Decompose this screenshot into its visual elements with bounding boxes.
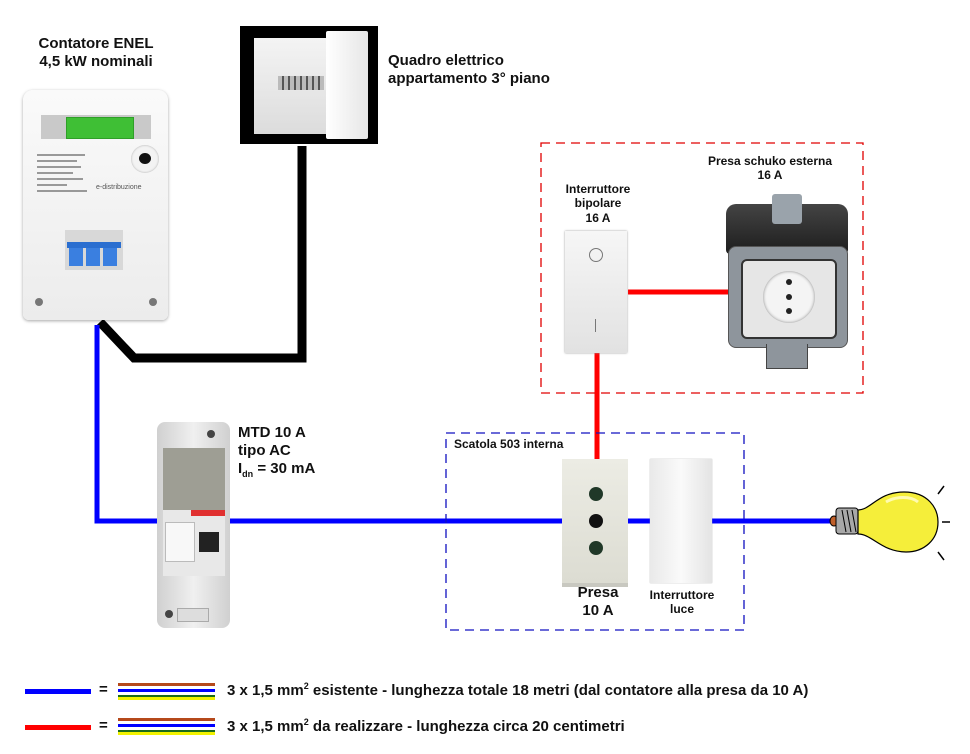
schuko-body — [728, 246, 848, 348]
socket-hole-middle — [589, 514, 603, 528]
meter-spec-text — [37, 150, 97, 210]
bipolar-switch-label: Interruttore bipolare 16 A — [565, 182, 631, 225]
mtd-label: MTD 10 A tipo AC Idn = 30 mA — [238, 424, 316, 479]
meter-breaker — [65, 230, 123, 270]
schuko-latch — [772, 194, 802, 224]
legend-conductor-bundle — [118, 683, 215, 703]
existing-wire-blue — [94, 325, 160, 524]
mtd-breaker-enclosure — [157, 422, 230, 628]
socket-hole-top — [589, 487, 603, 501]
schuko-hinge — [766, 344, 808, 369]
feed-wire-black — [96, 146, 307, 363]
panel-breakers — [278, 76, 324, 90]
meter-screw-right — [149, 298, 157, 306]
socket-10a-label: Presa 10 A — [577, 584, 619, 619]
switch-off-symbol — [589, 248, 603, 262]
socket-hole-bottom — [589, 541, 603, 555]
mtd-screw-top — [207, 430, 215, 438]
schuko-label: Presa schuko esterna 16 A — [707, 154, 833, 183]
legend-item-new: = 3 x 1,5 mm2 da realizzare - lunghezza … — [0, 713, 970, 743]
legend-wire-swatch — [25, 689, 91, 694]
legend-wire-swatch — [25, 725, 91, 730]
legend-conductor-bundle — [118, 718, 215, 738]
meter-label: Contatore ENEL 4,5 kW nominali — [38, 35, 154, 70]
panel-door — [326, 31, 368, 139]
meter-display — [66, 117, 134, 139]
light-switch[interactable] — [650, 459, 712, 583]
mtd-breaker — [163, 510, 225, 576]
electrical-panel — [240, 26, 378, 144]
legend-item-existing: = 3 x 1,5 mm2 esistente - lunghezza tota… — [0, 676, 970, 706]
socket-10a[interactable] — [562, 459, 628, 587]
legend-text-existing: 3 x 1,5 mm2 esistente - lunghezza totale… — [227, 681, 809, 699]
enel-meter: e-distribuzione — [23, 90, 168, 320]
schuko-outlet — [763, 271, 815, 323]
light-bulb-icon — [829, 485, 950, 561]
scatola-503-box — [445, 432, 745, 631]
scatola-503-title: Scatola 503 interna — [454, 437, 564, 451]
mtd-screw-bottom — [165, 610, 173, 618]
panel-label: Quadro elettrico appartamento 3° piano — [388, 52, 550, 87]
meter-screw-left — [35, 298, 43, 306]
switch-on-symbol — [595, 319, 596, 332]
schuko-socket-outdoor[interactable] — [724, 194, 850, 374]
legend-equals: = — [99, 717, 108, 734]
legend-equals: = — [99, 681, 108, 698]
light-switch-label: Interruttore luce — [649, 588, 715, 617]
legend-text-new: 3 x 1,5 mm2 da realizzare - lunghezza ci… — [227, 717, 625, 735]
meter-optical-port — [131, 145, 159, 173]
bipolar-switch-16a[interactable] — [565, 231, 627, 353]
legend: = 3 x 1,5 mm2 esistente - lunghezza tota… — [0, 676, 970, 746]
meter-brand: e-distribuzione — [96, 184, 142, 191]
